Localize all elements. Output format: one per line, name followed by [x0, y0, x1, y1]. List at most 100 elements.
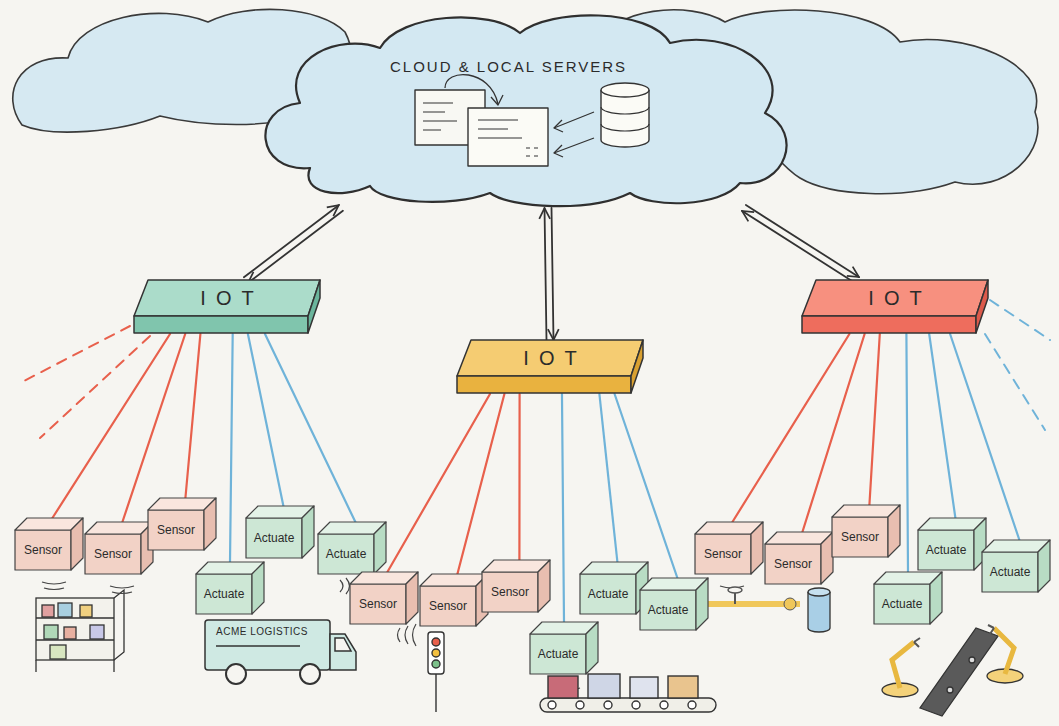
cube-side — [1038, 540, 1050, 592]
connector — [869, 334, 879, 505]
gateway-top — [802, 280, 988, 316]
cube-front — [695, 534, 751, 574]
tank — [808, 588, 830, 632]
robot-line — [882, 625, 1023, 716]
cloud-shape — [240, 8, 800, 208]
sensor-box: Sensor — [695, 522, 763, 574]
sensor-box: Sensor — [350, 572, 418, 624]
robot-line — [947, 687, 953, 693]
sensor-box: Sensor — [85, 522, 153, 574]
pipe-valve — [734, 592, 736, 604]
tank — [808, 588, 830, 596]
connector-line — [906, 334, 908, 572]
cloud-title: CLOUD & LOCAL SERVERS — [390, 58, 800, 76]
cube-front — [765, 544, 821, 584]
delivery-truck — [330, 634, 356, 670]
cube-front — [196, 574, 252, 614]
connector-line — [552, 208, 554, 340]
signal-mark — [110, 586, 134, 594]
sensor-label: Sensor — [94, 547, 132, 561]
connector — [244, 205, 343, 283]
actuator-label: Actuate — [648, 603, 689, 617]
connector-line — [185, 334, 200, 498]
cube-side — [252, 562, 264, 614]
actuator-box: Actuate — [918, 518, 986, 570]
database-symbol — [601, 83, 649, 97]
actuator-box: Actuate — [640, 578, 708, 630]
actuator-box: Actuate — [196, 562, 264, 614]
connector-line — [244, 205, 339, 277]
cube-front — [420, 586, 476, 626]
connector-line — [518, 394, 520, 560]
gateway-top — [457, 340, 643, 376]
connector — [742, 205, 859, 283]
robot-line — [920, 628, 998, 716]
sensor-label: Sensor — [429, 599, 467, 613]
cube-side — [586, 622, 598, 674]
conveyor-belt — [668, 676, 698, 698]
connector — [562, 394, 564, 622]
cube-front — [350, 584, 406, 624]
shelf-unit — [36, 598, 114, 660]
conveyor-belt — [540, 674, 716, 712]
actuator-box: Actuate — [318, 522, 386, 574]
conveyor-belt — [548, 701, 556, 709]
iot-gateway: IOT — [800, 280, 990, 334]
gateway-front — [802, 316, 976, 333]
cube-side — [71, 518, 83, 570]
cube-front — [580, 574, 636, 614]
cube-side — [930, 572, 942, 624]
sensor-label: Sensor — [157, 523, 195, 537]
label-holder: ACME LOGISTICS — [216, 626, 308, 638]
actuator-box: Actuate — [246, 506, 314, 558]
gateway-front — [457, 376, 631, 393]
server-document — [478, 120, 538, 156]
connector-line — [802, 334, 864, 532]
iot-gateway: IOT — [455, 340, 645, 394]
sensor-label: Sensor — [359, 597, 397, 611]
connector-line — [746, 205, 859, 277]
cube-front — [318, 534, 374, 574]
traffic-light — [428, 632, 444, 674]
delivery-truck — [216, 645, 300, 647]
signal-mark — [42, 582, 66, 590]
connector — [52, 334, 170, 518]
actuator-label: Actuate — [254, 531, 295, 545]
shelf-unit — [90, 625, 104, 639]
gateway-label: IOT — [858, 286, 931, 310]
actuator-label: Actuate — [882, 597, 923, 611]
shelf-unit — [42, 605, 54, 617]
conveyor-belt — [632, 701, 640, 709]
cube-side — [302, 506, 314, 558]
shelf-unit — [64, 627, 76, 639]
process-arrow — [445, 75, 498, 104]
actuator-box: Actuate — [982, 540, 1050, 592]
cube-side — [696, 578, 708, 630]
server-document — [468, 108, 548, 166]
dashed-link — [22, 300, 1050, 438]
connector — [387, 394, 490, 572]
connector — [906, 334, 908, 572]
sensor-label: Sensor — [491, 585, 529, 599]
pipe-valve — [705, 587, 800, 610]
sensor-box: Sensor — [482, 560, 550, 612]
connector-line — [950, 334, 1019, 540]
vehicle-label: ACME LOGISTICS — [216, 626, 308, 638]
tank — [808, 592, 830, 632]
database-symbol — [601, 90, 649, 147]
actuator-label: Actuate — [538, 647, 579, 661]
pipe-valve — [728, 587, 742, 593]
cube-front — [640, 590, 696, 630]
cloud-outline — [265, 15, 786, 206]
dashed-link — [990, 300, 1050, 340]
traffic-light — [428, 632, 444, 712]
cube-front — [874, 584, 930, 624]
process-arrow — [554, 120, 563, 157]
delivery-truck — [226, 664, 246, 684]
robot-line — [969, 657, 975, 663]
cube-front — [832, 517, 888, 557]
cube-side — [406, 572, 418, 624]
delivery-truck — [335, 638, 351, 651]
sensor-box: Sensor — [765, 532, 833, 584]
sensor-label: Sensor — [841, 530, 879, 544]
